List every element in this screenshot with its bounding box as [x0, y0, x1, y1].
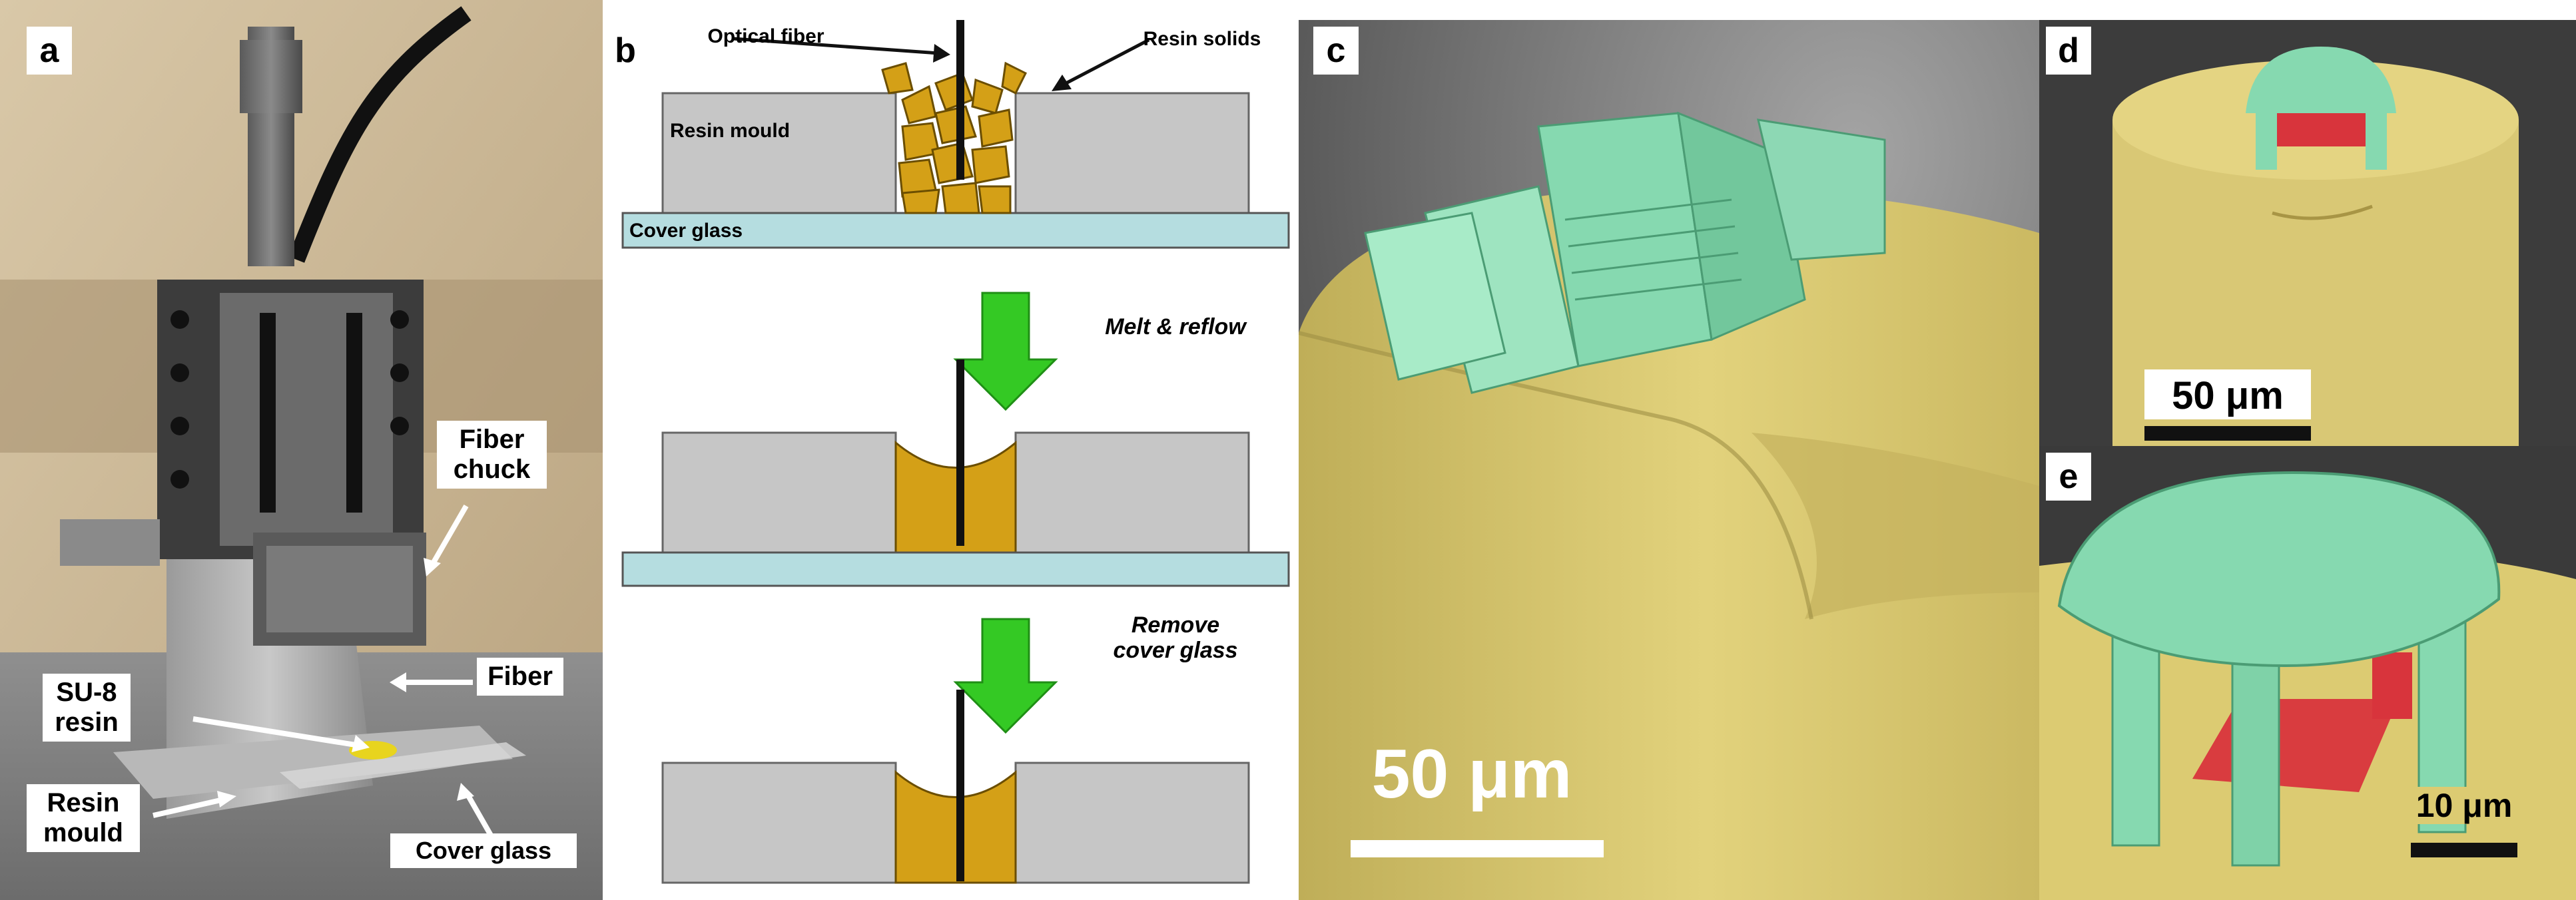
dome-structure-large: [2057, 471, 2501, 867]
green-microstructure: [1364, 111, 1886, 394]
panel-a-label: a: [27, 27, 72, 75]
resin-solids: [881, 61, 1028, 214]
panel-a-arrows: [153, 504, 495, 840]
label-cover-glass: Cover glass: [629, 220, 743, 242]
resin-melt-2: [894, 440, 1017, 554]
arrow-remove-cover: [953, 618, 1058, 734]
mould-left-3: [661, 762, 897, 884]
panel-e-sem: [2039, 446, 2576, 900]
scale-bar-d-label: 50 μm: [2144, 369, 2311, 419]
label-melt-reflow: Melt & reflow: [1105, 314, 1246, 339]
panel-c-sem: [1299, 20, 2039, 900]
dome-structure-small: [2246, 47, 2396, 170]
label-resin-solids: Resin solids: [1143, 28, 1261, 50]
process-diagram: [621, 20, 1290, 884]
mould-right-2: [1014, 431, 1250, 554]
scale-bar-c-label: 50 μm: [1371, 736, 1572, 813]
panel-d-label: d: [2046, 27, 2091, 75]
cover-glass-1: [621, 212, 1290, 249]
panel-e-label: e: [2046, 453, 2091, 501]
label-resin-mould: Resin mould: [670, 120, 791, 142]
panel-c-label: c: [1313, 27, 1359, 75]
optical-fiber-2: [956, 359, 964, 546]
resin-solid-3: [894, 770, 1017, 884]
label-optical-fiber: Optical fiber: [707, 25, 824, 47]
label-remove-cover-glass: Remove cover glass: [1113, 612, 1238, 664]
optical-fiber-3: [956, 690, 964, 881]
annotation-fiber-chuck: Fiber chuck: [437, 421, 547, 489]
scale-bar-c: [1351, 840, 1604, 857]
scale-bar-e: [2411, 843, 2517, 857]
sem-dome-closeup: [2039, 446, 2576, 900]
scale-bar-d: [2144, 426, 2311, 441]
annotation-cover-glass: Cover glass: [390, 833, 577, 869]
panel-b-schematic: [603, 0, 1299, 900]
optical-fiber-1: [956, 20, 964, 180]
scale-bar-e-label: 10 μm: [2398, 787, 2531, 824]
cover-glass-2: [621, 551, 1290, 587]
mould-left-2: [661, 431, 897, 554]
annotation-su8-resin: SU-8 resin: [43, 674, 131, 742]
panel-b-label: b: [603, 27, 648, 75]
arrow-melt-reflow: [953, 292, 1058, 411]
mould-left-1: [661, 92, 897, 214]
mould-right-1: [1014, 92, 1250, 214]
annotation-fiber: Fiber: [477, 658, 563, 696]
sem-fiber-tip-structure: [1299, 20, 2039, 900]
annotation-resin-mould: Resin mould: [27, 784, 140, 852]
mould-right-3: [1014, 762, 1250, 884]
